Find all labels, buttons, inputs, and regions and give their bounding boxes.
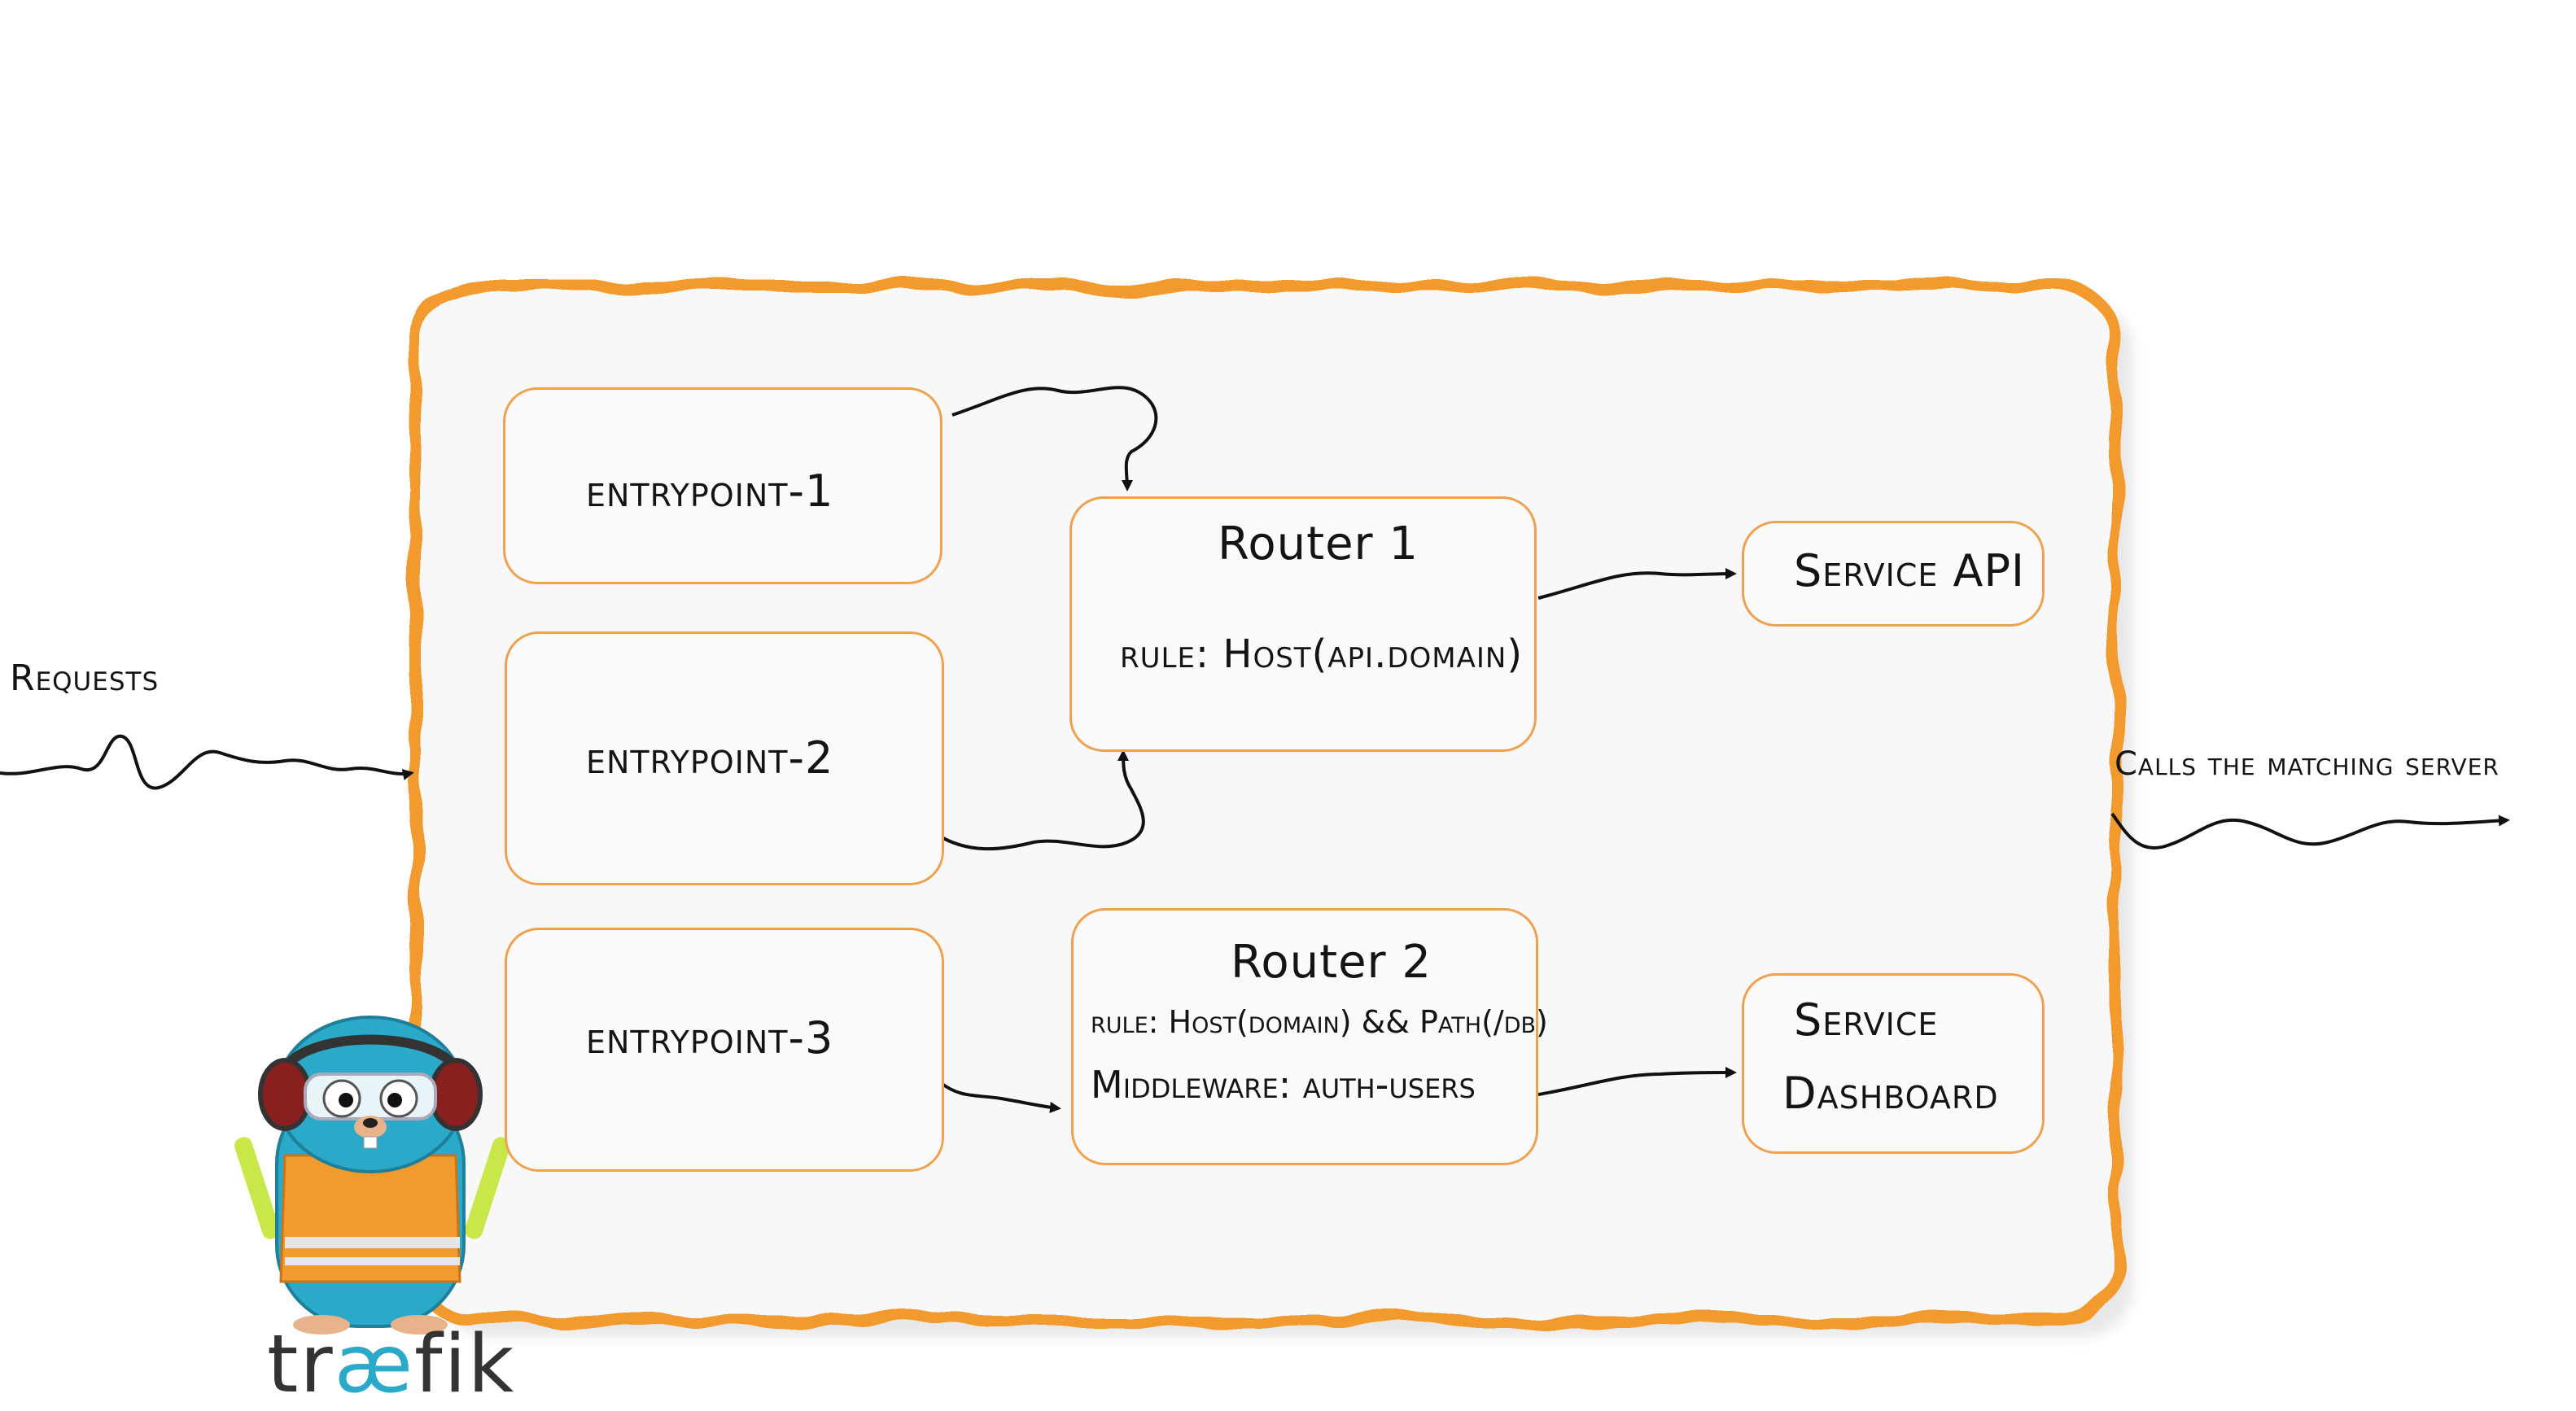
gopher-mascot-icon bbox=[234, 1016, 510, 1335]
entrypoint-label-3: entrypoint-3 bbox=[586, 1012, 834, 1064]
entrypoint-label-1: entrypoint-1 bbox=[586, 465, 834, 517]
router-box-1 bbox=[1069, 496, 1537, 752]
service-dashboard-line2: Dashboard bbox=[1782, 1068, 1999, 1119]
router-rule-2: rule: Host(domain) && Path(/db) bbox=[1091, 1004, 1548, 1040]
calls-matching-server-label: Calls the matching server bbox=[2115, 745, 2499, 783]
requests-label: Requests bbox=[10, 657, 160, 699]
outgoing-arrow bbox=[2110, 812, 2510, 850]
service-api-label: Service API bbox=[1794, 545, 2025, 596]
entrypoint-box-1 bbox=[503, 387, 942, 584]
arrow-ep2-router1 bbox=[934, 749, 1145, 851]
arrow-ep1-router1 bbox=[951, 386, 1158, 491]
entrypoint-box-2 bbox=[505, 631, 944, 885]
arrow-router1-service-api bbox=[1537, 568, 1737, 600]
service-box-api bbox=[1742, 521, 2045, 627]
router-middleware-2: Middleware: auth-users bbox=[1091, 1063, 1476, 1107]
arrow-ep3-router2 bbox=[938, 1081, 1061, 1113]
router-title-2: Router 2 bbox=[1231, 936, 1432, 989]
service-dashboard-line1: Service bbox=[1794, 994, 1939, 1046]
incoming-arrow bbox=[0, 734, 414, 790]
service-box-dashboard bbox=[1742, 973, 2045, 1154]
router-rule-1: rule: Host(api.domain) bbox=[1120, 631, 1524, 677]
entrypoint-box-3 bbox=[505, 928, 944, 1172]
logo-text-suffix: fik bbox=[413, 1318, 516, 1411]
logo-text-prefix: tr bbox=[267, 1318, 335, 1411]
entrypoint-label-2: entrypoint-2 bbox=[586, 732, 834, 784]
arrow-router2-service-dashboard bbox=[1537, 1067, 1737, 1096]
traefik-logo: træfik bbox=[267, 1318, 515, 1411]
router-box-2 bbox=[1071, 908, 1538, 1165]
router-title-1: Router 1 bbox=[1218, 518, 1419, 570]
logo-text-accent: æ bbox=[334, 1318, 414, 1411]
